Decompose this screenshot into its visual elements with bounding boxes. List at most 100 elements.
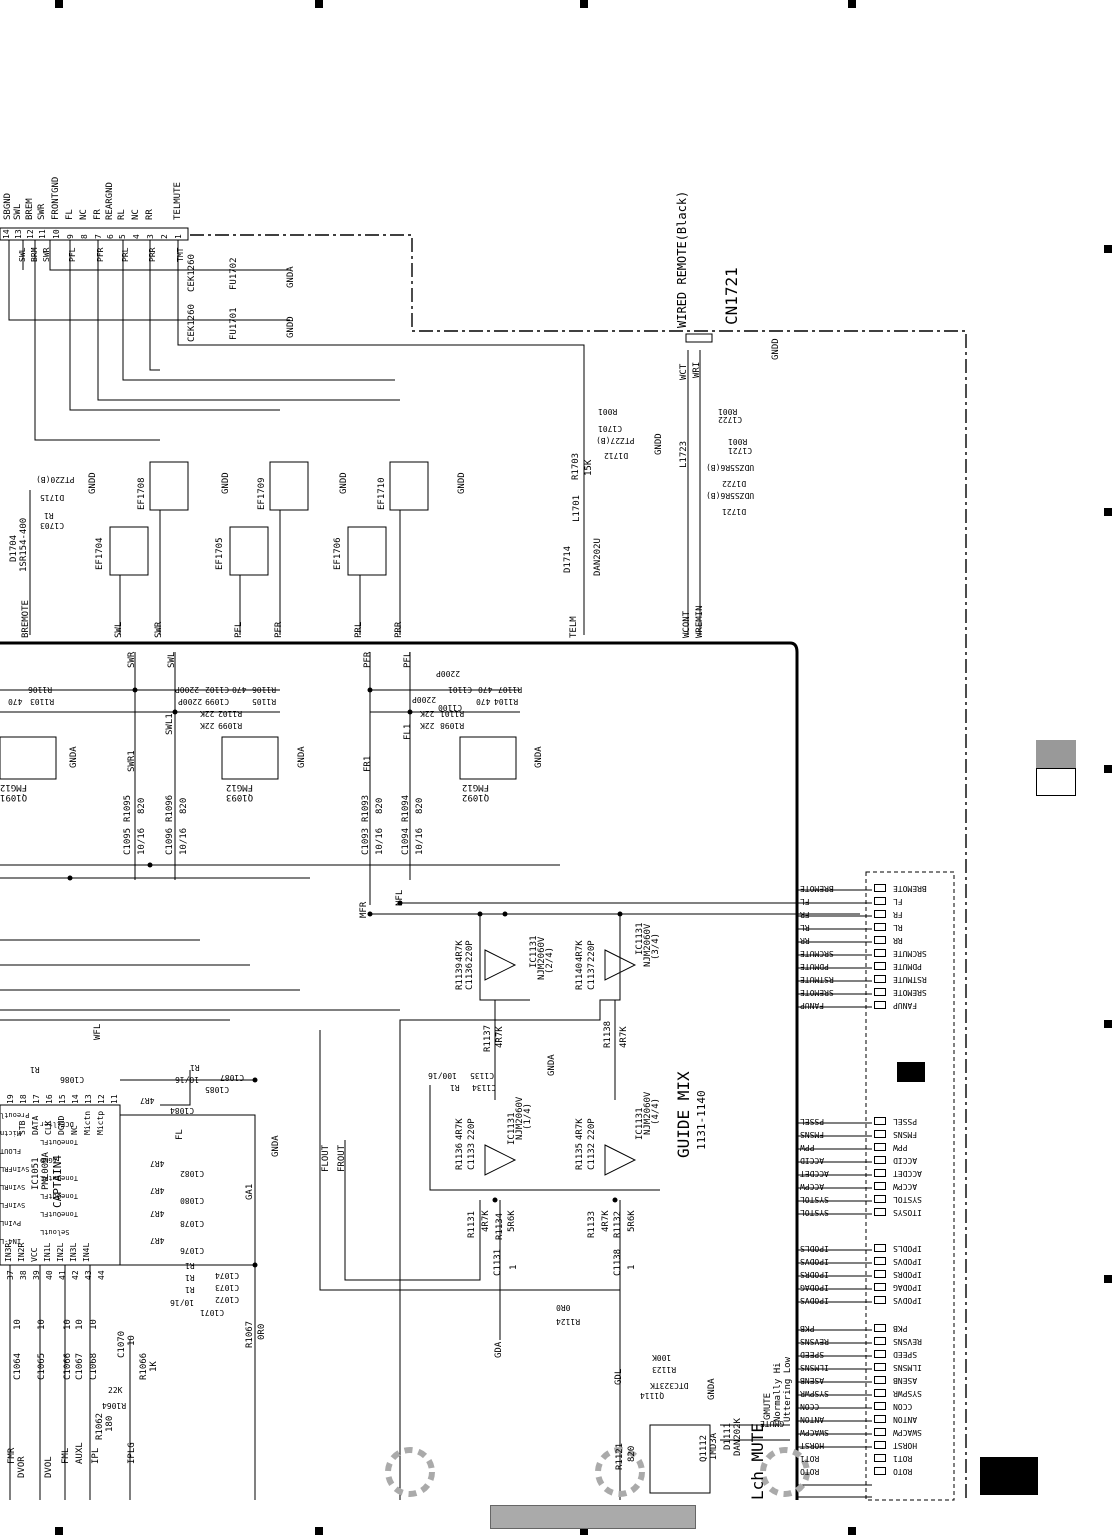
part-label: 470 — [476, 697, 491, 706]
connector-pin — [874, 1441, 886, 1449]
part-label: L1723 — [679, 440, 689, 468]
mute-note: GMUTE — [763, 1392, 773, 1420]
part-label: C1087 — [220, 1073, 245, 1082]
connector-pin-number: 12 — [26, 229, 35, 239]
connector-net-label: ASENB — [800, 1376, 825, 1385]
part-label: 22K — [420, 721, 435, 730]
ic-pin-number: 41 — [58, 1270, 67, 1280]
part-label: 1 — [627, 1264, 637, 1270]
fuse-ref: FU1701 — [229, 307, 239, 340]
connector-pin-label: SREMOTE — [893, 988, 927, 997]
section-tab-white — [1036, 768, 1076, 796]
part-label: C1070 — [117, 1330, 127, 1358]
part-label: 470 — [232, 685, 247, 694]
connector-pin-label: ACCPW — [893, 1182, 918, 1191]
registration-mark — [1104, 1020, 1112, 1028]
part-label: R1067 — [245, 1320, 255, 1348]
part-label: C1721 — [728, 446, 753, 455]
net-label: PFR — [96, 247, 105, 262]
ic-pin-number: 43 — [84, 1270, 93, 1280]
part-label: R1102 — [218, 709, 243, 718]
fuse-part: CEK1260 — [187, 254, 197, 292]
connector-signal-label: BREM — [25, 198, 35, 220]
connector-pin-number: 14 — [2, 229, 11, 239]
connector-net-label: IPODLS — [800, 1244, 829, 1253]
ic-internal-label: ToneOutFL — [40, 1138, 78, 1146]
connector-net-label: ILMSNS — [800, 1363, 829, 1372]
part-label: R1099 — [218, 721, 243, 730]
connector-net-label: FANUP — [800, 1001, 825, 1010]
connector-pin-number: 2 — [160, 234, 169, 239]
part-label: 10 — [13, 1319, 23, 1330]
connector-pin — [874, 910, 886, 918]
connector-pin — [874, 1244, 886, 1252]
pin-label: WCT — [679, 363, 689, 380]
gnd-label: GNDD — [286, 316, 296, 338]
net-label: PRL — [121, 247, 130, 262]
part-label: C1136 — [465, 962, 475, 990]
ic-internal-label: SvInRL — [0, 1183, 26, 1191]
connector-net-label: ROTO — [800, 1467, 820, 1476]
ic-unit: (1/4) — [523, 1102, 533, 1130]
part-label: 470 — [478, 685, 493, 694]
registration-mark — [580, 0, 588, 8]
part-label: R1 — [185, 1261, 195, 1270]
ic-pin-name: Mictn — [83, 1110, 92, 1135]
ic-pin-number: 17 — [32, 1094, 41, 1104]
bus-label: PFL — [234, 621, 244, 638]
net-label: FL — [175, 1129, 185, 1140]
connector-net-label: ACCDET — [800, 1169, 829, 1178]
page-number-block — [980, 1457, 1038, 1495]
connector-pin-label: FR — [893, 910, 903, 919]
pin-label: WRI — [692, 361, 702, 378]
part-label: Q1093 — [226, 792, 254, 802]
part-label: 10/16 — [415, 827, 425, 855]
connector-pin-label: PSSEL — [893, 1117, 918, 1126]
connector-pin-number: 10 — [52, 229, 61, 239]
part-label: 4R7K — [575, 1118, 585, 1140]
part-label: C1080 — [180, 1196, 205, 1205]
connector-pin — [874, 1415, 886, 1423]
connector-signal-label: RL — [117, 209, 127, 220]
ic-internal-label: SvInFL — [0, 1201, 26, 1209]
part-label: 4R7 — [150, 1209, 165, 1218]
part-label: 10/16 — [175, 1075, 200, 1084]
gnd-label: GNDA — [534, 746, 544, 768]
connector-pin — [874, 897, 886, 905]
part-label: 180 — [105, 1415, 115, 1432]
connector-net-label: IPODAG — [800, 1283, 829, 1292]
connector-pin-label: ROTO — [893, 1467, 913, 1476]
part-label: 22K — [108, 1386, 123, 1395]
connector-pin — [874, 1283, 886, 1291]
connector-pin — [874, 962, 886, 970]
net-label: PRR — [148, 247, 157, 262]
net-label: DVOR — [17, 1456, 27, 1478]
connector-pin-number: 4 — [132, 234, 141, 239]
part-label: R1133 — [587, 1210, 597, 1238]
ic-pin-number: 40 — [45, 1270, 54, 1280]
bus-label: SWL — [114, 621, 124, 638]
black-block — [897, 1062, 925, 1082]
connector-pin-label: REVSNS — [893, 1337, 922, 1346]
connector-signal-label: SWR — [37, 203, 47, 220]
part-label: 4R7K — [575, 940, 585, 962]
part-label: 4R7 — [150, 1236, 165, 1245]
part-label: 2200P — [436, 669, 461, 678]
part-label: C1135 — [470, 1071, 495, 1080]
connector-net-label: SYSPWR — [800, 1389, 829, 1398]
ic-unit: (3/4) — [651, 932, 661, 960]
emi-filter-label: EF1708 — [137, 477, 147, 510]
part-label: 0R0 — [556, 1303, 571, 1312]
part-label: 10 — [63, 1319, 73, 1330]
connector-pin — [874, 1428, 886, 1436]
part-label: R1106 — [28, 685, 53, 694]
part-label: C1138 — [613, 1248, 623, 1276]
part-label: 10 — [37, 1319, 47, 1330]
emi-filter-label: EF1705 — [215, 537, 225, 570]
part-label: DAN202K — [733, 1418, 743, 1456]
connector-pin — [874, 1270, 886, 1278]
cn1721-ref: CN1721 — [722, 267, 741, 325]
connector-pin — [874, 1389, 886, 1397]
part-label: 0R0 — [257, 1323, 267, 1340]
connector-pin-label: IPODAG — [893, 1283, 922, 1292]
